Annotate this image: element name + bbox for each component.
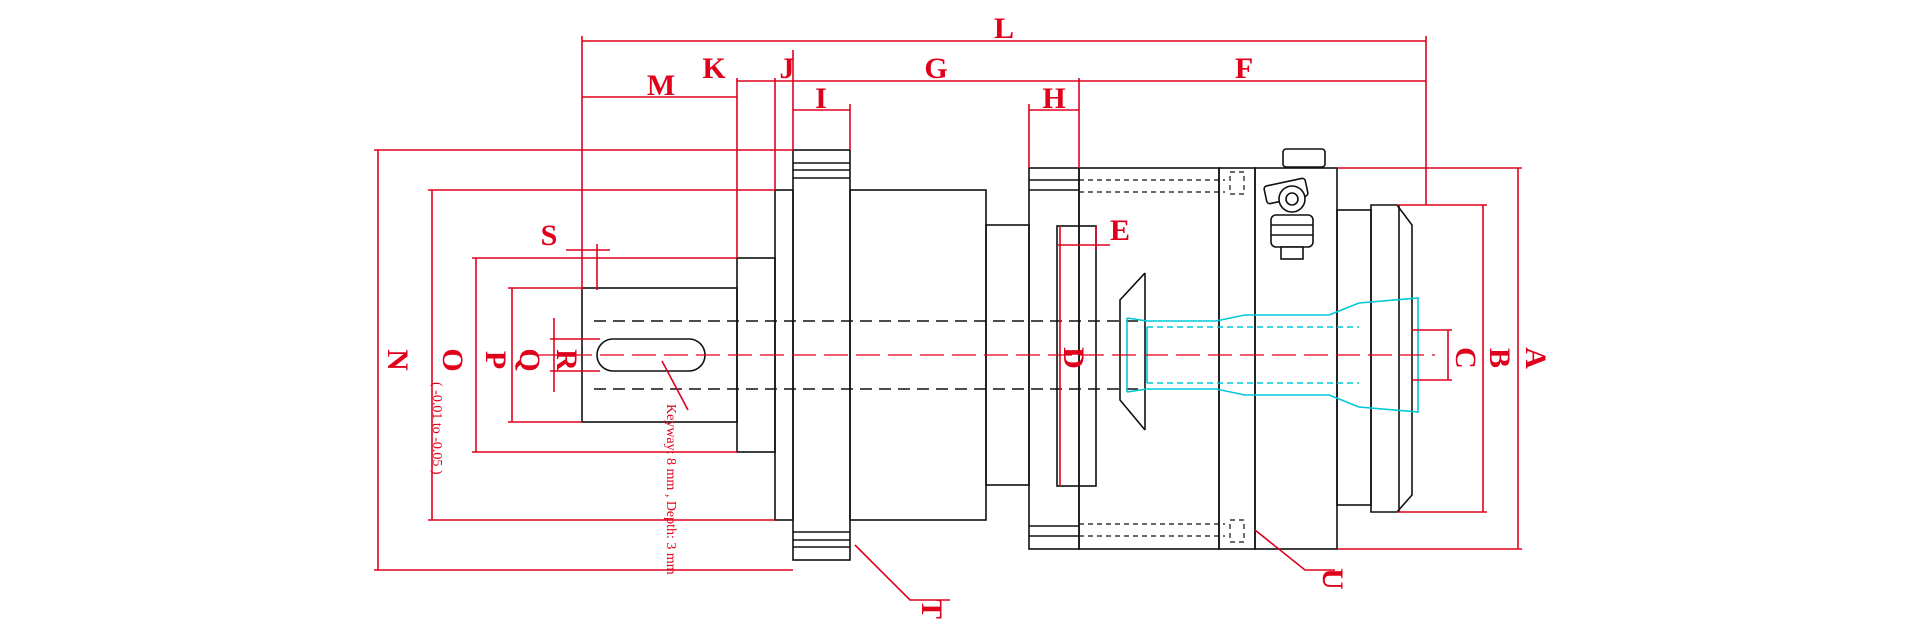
inner-recess [1056,225,1097,487]
clamp-screw [1229,171,1245,195]
label-m: M [647,69,675,102]
collet-top [1126,314,1329,322]
label-c: C [1449,347,1482,369]
label-d: D [1057,347,1090,369]
label-n: N [381,349,414,371]
label-k: K [702,52,726,85]
label-g: G [924,52,947,85]
label-s: S [541,219,558,252]
label-l: L [994,12,1014,45]
leader-u [1254,529,1335,571]
gland-tip [1280,246,1304,260]
label-f: F [1235,52,1253,85]
keyway-leader [661,360,689,411]
label-u: U [1316,568,1349,590]
end-cap [1370,204,1413,513]
label-t: T [915,599,948,619]
adapter-collar [1336,209,1372,506]
o-tolerance-note: ( -0.01 to -0.05 ) [429,382,444,475]
chamfer-cone [1119,272,1146,431]
gland-body [1270,214,1314,248]
adapter-body [1078,167,1220,550]
clamp-ring [1218,167,1256,550]
dimension-labels: L M K J G F I H E S N O ( -0.01 to -0.05… [381,12,1552,619]
leader-t [854,544,950,601]
label-p: P [479,351,512,369]
gland-ring [1278,185,1306,213]
clamp-screw [1229,519,1245,543]
keyway-note: Keyway: 8 mm , Depth: 3 mm [663,404,678,575]
label-a: A [1519,347,1552,369]
cable-gland-icon [1263,148,1326,260]
dimension-lines [374,36,1522,601]
label-e: E [1110,214,1130,247]
label-j: J [780,52,795,85]
label-o: O [436,348,469,371]
gland-top [1282,148,1326,168]
label-h: H [1042,82,1065,115]
label-i: I [815,82,827,115]
gland-core [1285,192,1299,206]
collet-clamp [1126,297,1419,413]
gearbox-outline [581,148,1413,561]
label-q: Q [513,348,546,371]
label-b: B [1483,348,1516,368]
collet-bottom [1126,388,1329,396]
label-r: R [550,349,583,371]
